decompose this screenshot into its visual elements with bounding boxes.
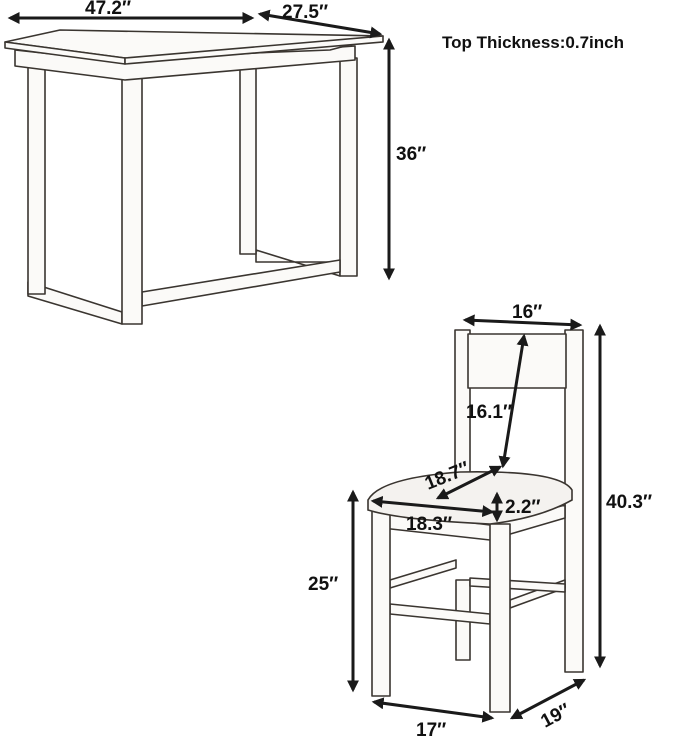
dimension-arrows — [7, 9, 606, 723]
table-back-left-leg — [239, 65, 257, 255]
chair-left-stretcher — [389, 559, 457, 589]
chair-front-left-leg — [371, 509, 391, 697]
chair-cushion-label: 2.2″ — [505, 497, 541, 518]
chair-total-height-label: 40.3″ — [606, 492, 652, 513]
chair-back-width-arrow — [462, 314, 583, 331]
table-width-arrow — [257, 9, 383, 39]
chair-seat-width-arrow — [370, 495, 495, 518]
chair-base-depth-arrow — [509, 678, 587, 720]
chair-base-width-arrow — [371, 697, 495, 723]
chair-front-right-leg — [489, 523, 511, 713]
chair-back-height-label: 16.1″ — [466, 402, 512, 423]
table-front-right-leg — [121, 75, 143, 325]
chair-back-stretcher — [469, 577, 566, 593]
chair-seat-height-label: 25″ — [308, 574, 338, 595]
chair-seat-depth-arrow — [435, 465, 503, 500]
table-width-label: 27.5″ — [282, 2, 328, 23]
table-height-label: 36″ — [396, 144, 426, 165]
chair-base-width-label: 17″ — [416, 720, 446, 736]
table-back-right-leg — [339, 57, 358, 277]
chair-drawing — [367, 329, 584, 713]
chair-back-height-arrow — [498, 333, 529, 469]
table-length-label: 47.2″ — [85, 0, 131, 19]
chair-back-width-label: 16″ — [512, 302, 542, 323]
top-thickness-note: Top Thickness:0.7inch — [442, 33, 624, 52]
table-front-left-leg — [27, 61, 46, 295]
table-side-stretcher — [141, 259, 341, 307]
chair-base-depth-label: 19″ — [537, 700, 574, 733]
chair-seat-width-label: 18.3″ — [406, 514, 452, 535]
chair-front-stretcher — [389, 603, 491, 625]
table-drawing — [4, 29, 384, 325]
